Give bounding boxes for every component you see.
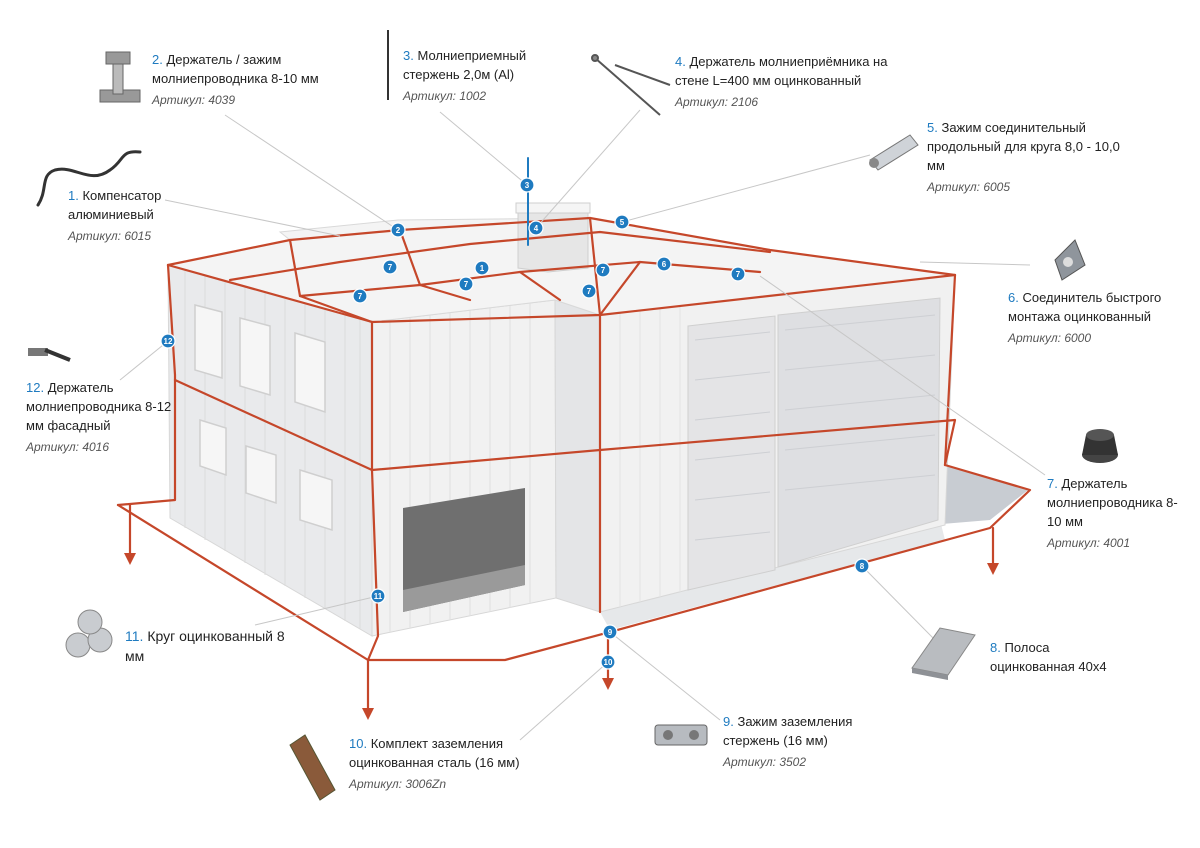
earth-clamp-icon — [654, 724, 708, 746]
marker: 11 — [370, 588, 386, 604]
label-item-11: 11. Круг оцинкованный 8 мм — [125, 628, 285, 664]
window — [245, 444, 277, 505]
svg-text:2: 2 — [396, 226, 401, 235]
marker: 7 — [458, 276, 474, 292]
facade-holder-icon — [28, 348, 71, 362]
marker: 4 — [528, 220, 544, 236]
svg-text:8: 8 — [860, 562, 865, 571]
ground-arrow — [602, 678, 614, 690]
recess-wall — [554, 299, 601, 613]
label-item-7: 7. Держатель молниепроводника 8-10 мм Ар… — [1047, 476, 1178, 550]
marker: 7 — [595, 262, 611, 278]
steel-strip-icon — [911, 627, 976, 680]
holder-clamp-icon — [99, 51, 141, 103]
marker: 7 — [382, 259, 398, 275]
ground-shadow — [930, 465, 1028, 525]
gate-opening — [687, 315, 776, 591]
svg-text:7: 7 — [388, 263, 393, 272]
concrete-holder-icon — [1082, 429, 1118, 463]
svg-text:5: 5 — [620, 218, 625, 227]
svg-text:7: 7 — [736, 270, 741, 279]
window — [299, 468, 333, 532]
label-item-6: 6. Соединитель быстрого монтажа оцинкова… — [1008, 290, 1162, 345]
svg-text:10: 10 — [604, 658, 613, 667]
leader-lines — [119, 109, 1046, 741]
window — [199, 418, 227, 477]
svg-text:6: 6 — [662, 260, 667, 269]
garage-floor — [403, 565, 525, 612]
marker: 6 — [656, 256, 672, 272]
label-item-9: 9. Зажим заземления стержень (16 мм) Арт… — [723, 714, 853, 769]
marker-group: 1 2 3 4 5 6 7 7 7 7 7 7 8 9 10 11 12 — [160, 177, 870, 670]
label-item-1: 1. Компенсатор алюминиевый Артикул: 6015 — [68, 188, 162, 243]
marker: 12 — [160, 333, 176, 349]
marker: 7 — [352, 288, 368, 304]
label-item-5: 5. Зажим соединительный продольный для к… — [927, 120, 1120, 194]
label-item-8: 8. Полоса оцинкованная 40х4 — [990, 640, 1107, 674]
svg-text:7: 7 — [601, 266, 606, 275]
marker: 10 — [600, 654, 616, 670]
marker: 7 — [730, 266, 746, 282]
svg-text:7: 7 — [358, 292, 363, 301]
gate-opening — [777, 297, 941, 568]
longitudinal-clamp-icon — [869, 134, 919, 171]
svg-text:7: 7 — [587, 287, 592, 296]
earthing-kit-icon — [289, 734, 336, 801]
marker: 3 — [519, 177, 535, 193]
label-item-4: 4. Держатель молниеприёмника на стене L=… — [675, 54, 888, 109]
label-item-3: 3. Молниеприемный стержень 2,0м (Al) Арт… — [403, 48, 527, 103]
svg-text:3: 3 — [525, 181, 530, 190]
window — [294, 331, 326, 414]
compensator-icon — [36, 150, 142, 207]
ground-arrow — [362, 708, 374, 720]
quick-connector-icon — [1054, 239, 1086, 281]
svg-text:1: 1 — [480, 264, 485, 273]
svg-text:11: 11 — [374, 592, 383, 601]
ground-shadow-front — [600, 520, 945, 630]
marker: 8 — [854, 558, 870, 574]
window — [239, 317, 271, 397]
marker: 5 — [614, 214, 630, 230]
marker: 9 — [602, 624, 618, 640]
window — [194, 304, 223, 380]
ground-arrow — [124, 553, 136, 565]
label-item-2: 2. Держатель / зажим молниепроводника 8-… — [152, 52, 319, 107]
svg-text:7: 7 — [464, 280, 469, 289]
svg-text:9: 9 — [608, 628, 613, 637]
marker: 1 — [474, 260, 490, 276]
svg-text:4: 4 — [534, 224, 539, 233]
ground-arrow — [987, 563, 999, 575]
round-wire-icon — [65, 609, 113, 658]
marker: 7 — [581, 283, 597, 299]
label-item-10: 10. Комплект заземления оцинкованная ста… — [349, 736, 520, 791]
wall-holder-icon — [591, 54, 671, 116]
label-item-12: 12. Держатель молниепроводника 8-12 мм ф… — [26, 380, 172, 454]
marker: 2 — [390, 222, 406, 238]
svg-text:12: 12 — [164, 337, 173, 346]
